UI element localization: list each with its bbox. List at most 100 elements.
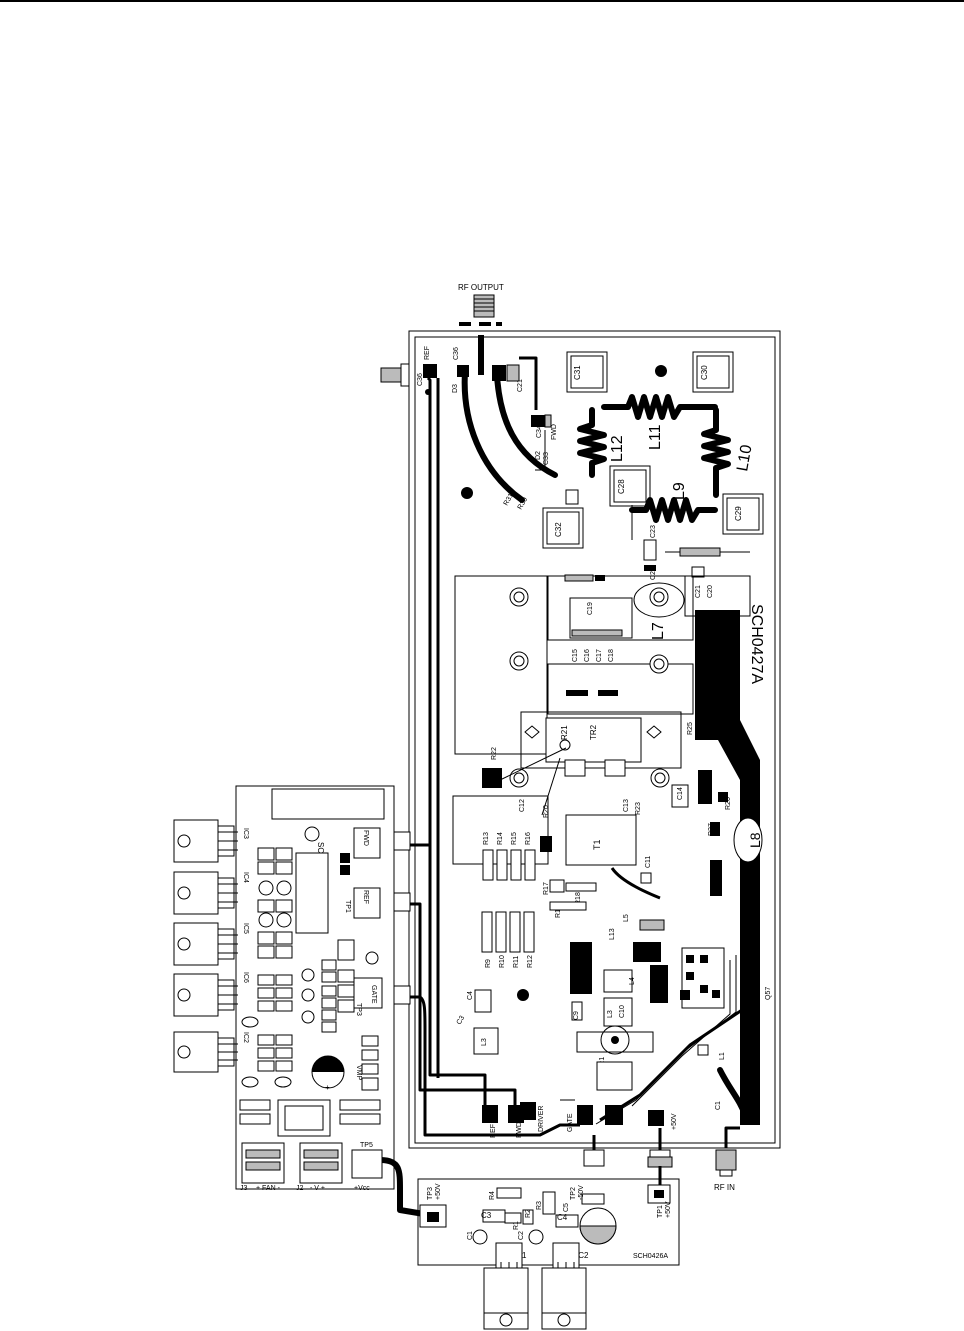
- svg-text:C16: C16: [584, 649, 591, 662]
- svg-text:FWD: FWD: [551, 424, 558, 440]
- svg-text:C21: C21: [517, 379, 524, 392]
- inductor-l11: L11: [647, 424, 664, 450]
- svg-text:C36: C36: [453, 347, 460, 360]
- svg-text:TP1: TP1: [657, 1205, 664, 1218]
- svg-text:C1: C1: [467, 1231, 474, 1240]
- control-components: + FWD REF GATE TP1 TP3 VMP: [239, 826, 383, 1192]
- svg-text:-50V: -50V: [578, 1185, 585, 1200]
- pad-50v: +50V: [671, 1113, 678, 1130]
- svg-text:C3: C3: [481, 1211, 492, 1220]
- capacitor-c30: C30: [700, 365, 709, 380]
- svg-text:TP5: TP5: [360, 1142, 373, 1149]
- interconnect-cables: RF IN: [377, 376, 740, 1218]
- svg-text:REF: REF: [424, 346, 431, 360]
- svg-text:R15: R15: [511, 832, 518, 845]
- main-board-connector-pads: REF FWD DRIVER GATE +50V: [482, 1102, 678, 1138]
- svg-text:L13: L13: [609, 928, 616, 940]
- inductor-l9: L9: [671, 482, 688, 500]
- v-connector-label: - V +: [310, 1185, 325, 1192]
- output-filter-capacitors: C31 C30 C28 C32 C29: [542, 351, 764, 549]
- svg-text:R2: R2: [525, 1209, 532, 1218]
- svg-text:J3: J3: [240, 1185, 248, 1192]
- svg-text:C5: C5: [563, 1203, 570, 1212]
- control-board: SCH0371B IC3 IC4 IC5: [173, 785, 395, 1192]
- svg-text:C11: C11: [645, 856, 652, 868]
- power-stage: R21 TR2 R22 C19 C15 C16 C17 C18 L7 R25: [452, 574, 772, 1125]
- svg-text:R3: R3: [536, 1201, 543, 1210]
- svg-text:L1: L1: [719, 1052, 726, 1060]
- svg-text:TP2: TP2: [570, 1187, 577, 1200]
- pad-driver: DRIVER: [538, 1106, 545, 1132]
- fan-connector-label: + FAN -: [256, 1185, 281, 1192]
- svg-text:R19: R19: [555, 905, 562, 918]
- svg-text:C3: C3: [456, 1015, 467, 1026]
- capacitor-c32: C32: [554, 522, 563, 537]
- rf-in-label: RF IN: [714, 1183, 735, 1192]
- svg-text:R18: R18: [575, 892, 582, 905]
- svg-text:IC3: IC3: [242, 828, 249, 839]
- svg-text:C12: C12: [519, 799, 526, 812]
- svg-text:J2: J2: [296, 1185, 304, 1192]
- svg-text:R23: R23: [635, 802, 642, 815]
- svg-text:GATE: GATE: [370, 985, 377, 1004]
- svg-text:C21: C21: [695, 585, 702, 598]
- supply-board: TP3 +50V R4 C3 R1 R2 R3 C1 C2 C4 C5 TP2 …: [417, 1178, 680, 1330]
- svg-text:R11: R11: [513, 956, 520, 968]
- inductor-l7: L7: [650, 622, 667, 640]
- svg-text:C23: C23: [650, 525, 657, 538]
- output-coils: L12 L11 L10 L9 C23 C22 C21 C20: [577, 394, 756, 617]
- svg-text:R13: R13: [483, 832, 490, 845]
- svg-text:FWD: FWD: [362, 830, 369, 846]
- svg-text:D3: D3: [452, 384, 459, 393]
- svg-text:C2: C2: [518, 1231, 525, 1240]
- svg-text:R10: R10: [499, 955, 506, 968]
- svg-text:+50V: +50V: [435, 1183, 442, 1200]
- svg-text:IC2: IC2: [242, 1032, 249, 1043]
- svg-text:R9: R9: [485, 959, 492, 968]
- svg-text:REF: REF: [362, 890, 369, 904]
- svg-text:C17: C17: [596, 649, 603, 662]
- inductor-l12: L12: [609, 435, 626, 462]
- page-top-rule: [0, 0, 964, 2]
- svg-text:R1: R1: [513, 1221, 520, 1230]
- svg-text:L5: L5: [623, 914, 630, 922]
- svg-text:TP1: TP1: [344, 900, 351, 913]
- svg-text:TR2: TR2: [589, 724, 598, 740]
- svg-text:C4: C4: [557, 1213, 568, 1222]
- svg-text:L3: L3: [481, 1038, 488, 1046]
- inductor-l8: L8: [747, 832, 763, 848]
- svg-text:R21: R21: [560, 725, 569, 740]
- svg-text:IC5: IC5: [242, 923, 249, 934]
- svg-text:+50V: +50V: [665, 1201, 672, 1218]
- svg-text:C14: C14: [677, 787, 684, 800]
- svg-text:C33: C33: [543, 452, 550, 465]
- svg-text:C13: C13: [623, 799, 630, 812]
- vcc-label: +Vcc: [354, 1185, 370, 1192]
- svg-text:R22: R22: [491, 747, 498, 760]
- svg-text:L3: L3: [607, 1010, 614, 1018]
- svg-text:IC2: IC2: [576, 1251, 589, 1260]
- output-detector-area: REF C36 D3 C36 C21 C34 FWD C33 D2 R31 R3…: [417, 335, 667, 1001]
- svg-text:R4: R4: [489, 1191, 496, 1200]
- svg-text:C22: C22: [650, 567, 657, 580]
- svg-text:VMP: VMP: [355, 1065, 362, 1081]
- rf-output-label: RF OUTPUT: [458, 283, 504, 292]
- svg-text:C34: C34: [536, 425, 543, 438]
- control-regulators: IC3 IC4 IC5 IC6: [173, 819, 249, 1073]
- rf-output-connector: RF OUTPUT: [458, 283, 504, 326]
- svg-text:C19: C19: [587, 602, 594, 615]
- pad-ref: REF: [490, 1124, 497, 1138]
- svg-text:R25: R25: [687, 722, 694, 735]
- svg-text:C15: C15: [572, 649, 579, 662]
- capacitor-c29: C29: [734, 506, 743, 521]
- svg-text:R16: R16: [525, 832, 532, 845]
- svg-text:C36: C36: [417, 373, 424, 386]
- svg-text:R20: R20: [543, 805, 550, 818]
- svg-text:L4: L4: [629, 977, 636, 985]
- svg-text:IC6: IC6: [242, 972, 249, 983]
- svg-text:C20: C20: [707, 585, 714, 598]
- transformer-t1: T1: [592, 839, 602, 850]
- pad-gate: GATE: [567, 1113, 574, 1132]
- capacitor-c28: C28: [617, 479, 626, 494]
